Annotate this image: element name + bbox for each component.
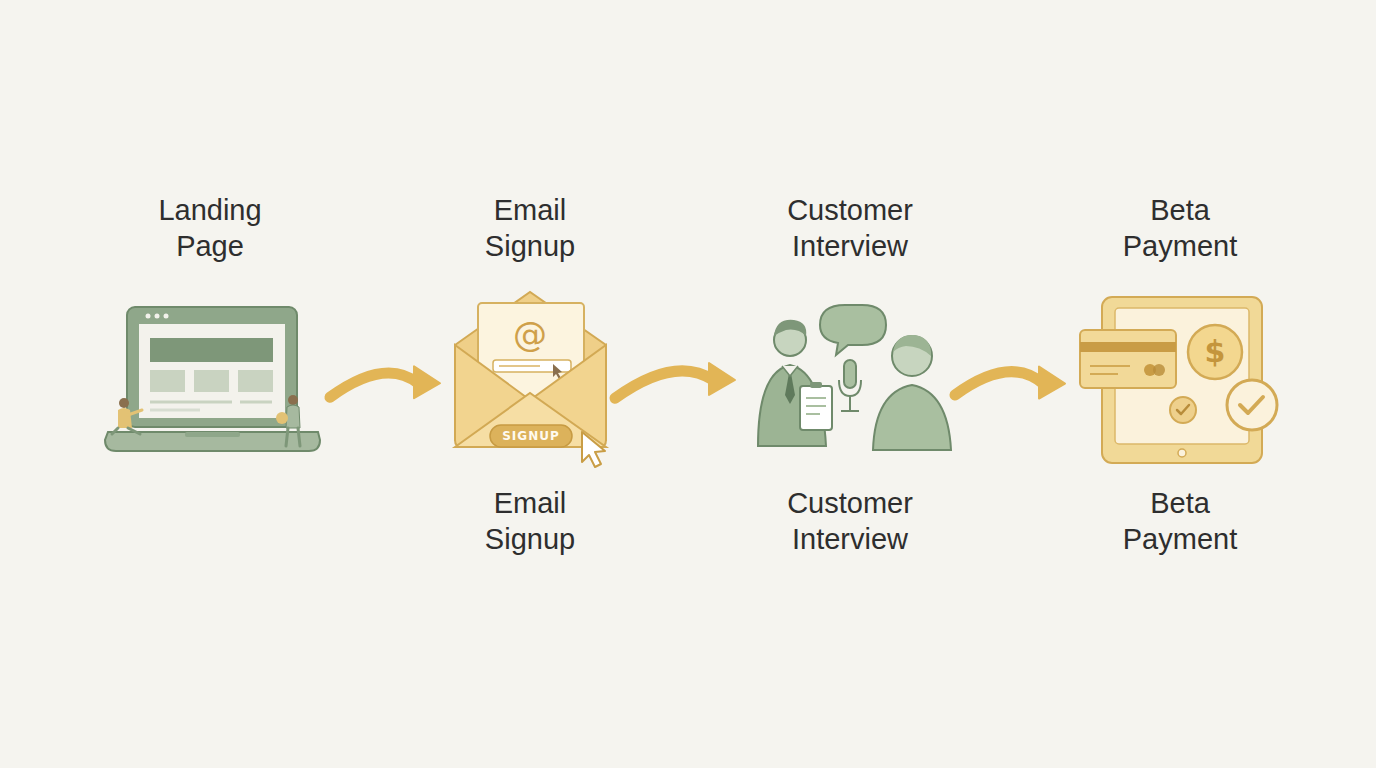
stage-label: Beta Payment (1095, 192, 1265, 264)
button-label: SIGNUP (490, 425, 572, 447)
currency-symbol: $ (1193, 332, 1237, 372)
interview-icon (758, 305, 951, 450)
stage-label: Landing Page (125, 192, 295, 264)
flow-arrow (330, 366, 440, 398)
stage-node: Beta Payment$Beta Payment (1065, 292, 1280, 464)
stage-node: Customer InterviewCustomer Interview (735, 295, 955, 455)
stage-node: Landing Page (105, 300, 330, 455)
stage-label: Customer Interview (765, 192, 935, 264)
flow-arrow (615, 363, 735, 398)
laptop-icon (105, 307, 320, 451)
stage-label: Customer Interview (765, 485, 935, 557)
stage-label: Beta Payment (1095, 485, 1265, 557)
email-symbol: @ (508, 314, 552, 354)
stage-label: Email Signup (445, 192, 615, 264)
arrow-shaft (330, 373, 418, 397)
arrow-head (709, 363, 735, 395)
arrow-shaft (955, 372, 1043, 395)
arrow-shaft (615, 371, 713, 398)
arrow-head (1039, 367, 1065, 399)
stage-node: Email Signup@SIGNUPEmail Signup (440, 290, 615, 465)
arrow-head (414, 366, 440, 398)
stage-label: Email Signup (445, 485, 615, 557)
envelope-icon (455, 292, 606, 467)
flow-arrow (955, 367, 1065, 399)
payment-icon (1080, 297, 1277, 463)
